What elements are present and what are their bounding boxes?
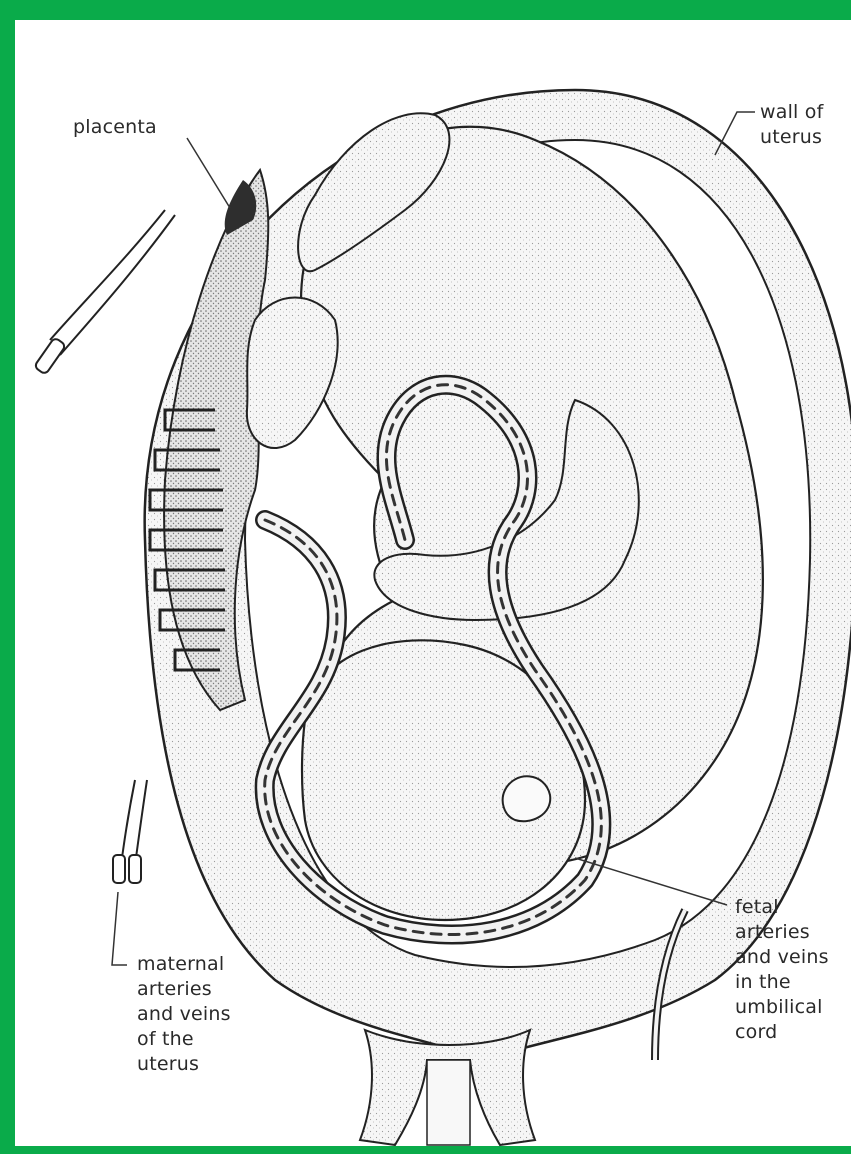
label-wall-of-uterus: wall of uterus	[760, 100, 824, 150]
label-fetal-vessels: fetal arteries and veins in the umbilica…	[735, 895, 829, 1045]
cervical-canal	[427, 1060, 470, 1145]
label-maternal-vessels: maternal arteries and veins of the uteru…	[137, 952, 231, 1077]
fetus-ear	[503, 776, 551, 821]
label-placenta: placenta	[73, 115, 157, 140]
